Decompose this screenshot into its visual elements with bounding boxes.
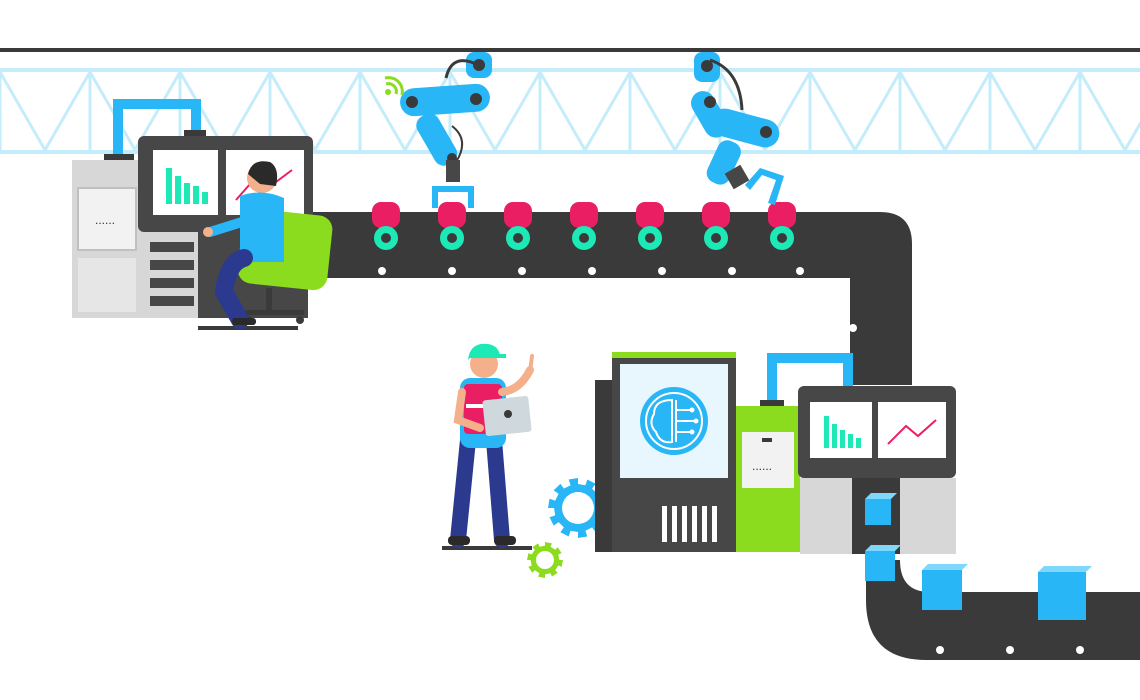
roller [702, 202, 730, 250]
roller [768, 202, 796, 250]
roller [504, 202, 532, 250]
bar-chart-icon [166, 168, 208, 204]
output-box [922, 564, 968, 610]
indicator-dots-2: ...... [752, 459, 772, 473]
green-module: ...... [736, 353, 853, 552]
robot-arm-1 [400, 52, 492, 208]
gear-icon [548, 478, 608, 538]
laptop-icon [482, 395, 532, 437]
output-boxes [865, 493, 1092, 620]
right-control-unit [798, 386, 956, 554]
standing-worker [442, 343, 534, 550]
lower-conveyor [866, 560, 1140, 660]
ceiling-truss [0, 48, 1140, 154]
roller [570, 202, 598, 250]
ceiling-rail [0, 48, 1140, 52]
roller [372, 202, 400, 250]
ai-machine [595, 352, 736, 552]
output-box [865, 493, 897, 525]
roller [636, 202, 664, 250]
seated-worker [203, 161, 333, 329]
gear-icon [527, 542, 563, 578]
wifi-icon [384, 76, 404, 96]
output-box [1038, 566, 1092, 620]
bar-chart-screen [153, 150, 218, 215]
left-workstation: ...... [72, 99, 313, 330]
upper-conveyor [300, 212, 912, 385]
roller [438, 202, 466, 250]
output-box [865, 545, 901, 581]
brain-chip-icon [640, 387, 708, 455]
indicator-dots: ...... [95, 213, 115, 227]
robot-arm-2 [691, 52, 784, 205]
conveyor-rollers [372, 202, 796, 250]
